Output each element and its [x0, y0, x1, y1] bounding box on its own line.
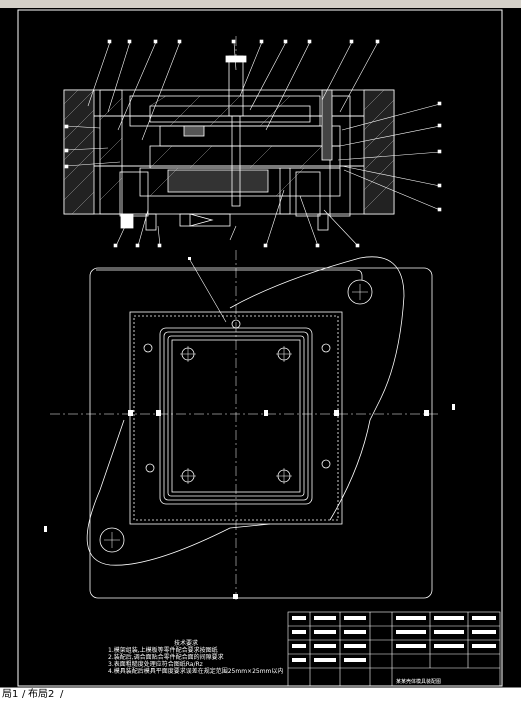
tech-req-line: 4.模具装配后模具平面度要求误差在规定范围25mm×25mm以内	[108, 668, 284, 675]
tab-layout1[interactable]: 局1	[2, 689, 19, 700]
tech-req-title: 技术要求	[174, 640, 199, 647]
sheet-frame	[17, 9, 503, 687]
toolbar-icon[interactable]	[210, 0, 218, 6]
tab-layout2[interactable]: 布局2	[28, 689, 55, 700]
top-toolbar-strip	[0, 0, 521, 8]
tech-req-line: 1.模架组装,上模板等零件配合要求按图纸	[108, 647, 218, 654]
leader-to-gate	[189, 259, 227, 323]
section-hatching	[63, 89, 395, 215]
plan-markers	[44, 257, 455, 599]
tab-divider: /	[22, 689, 26, 700]
cad-drawing	[17, 9, 503, 687]
tech-req-line: 3.表面粗糙度处理应符合图纸Ra/Rz	[108, 661, 203, 668]
tab-divider: /	[60, 689, 64, 700]
section-view	[63, 55, 395, 231]
title-block	[287, 611, 501, 687]
technical-requirements: 技术要求 1.模架组装,上模板等零件配合要求按图纸 2.装配后,调合面贴合零件配…	[108, 640, 283, 675]
title-block-caption: 某某壳体模具装配图	[396, 679, 442, 685]
part-leaders	[64, 39, 442, 248]
drawing-canvas[interactable]	[0, 8, 521, 687]
toolbar-icon[interactable]	[380, 0, 388, 6]
bolt-crosshairs	[104, 284, 368, 548]
title-block-fills	[292, 616, 496, 662]
tech-req-line: 2.装配后,调合面贴合零件配合面的间隙要求	[108, 654, 224, 661]
plan-view	[86, 256, 433, 599]
center-lines	[50, 36, 440, 600]
layout-tab-bar: 局1 / 布局2 /	[0, 687, 521, 702]
